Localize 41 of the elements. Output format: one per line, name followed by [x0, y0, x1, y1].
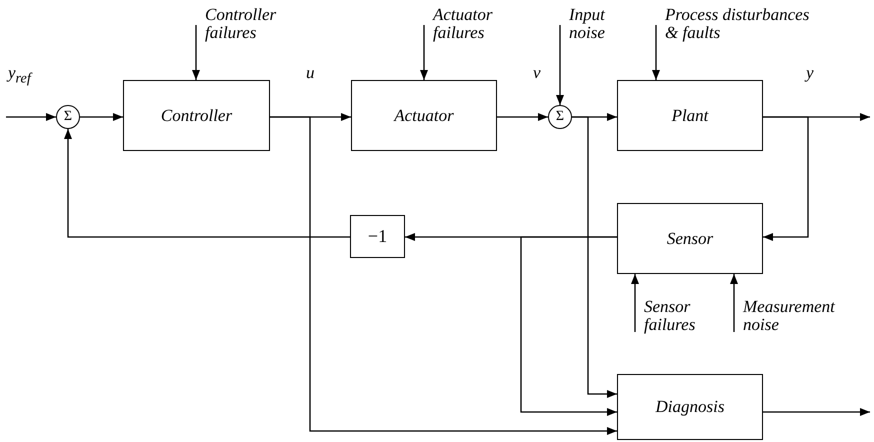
summing-junction — [56, 105, 80, 129]
block — [617, 203, 763, 274]
arrow — [192, 25, 200, 80]
arrow — [631, 274, 639, 332]
edge-label: v — [533, 64, 541, 81]
sum-symbol: Σ — [64, 110, 72, 124]
arrow — [763, 408, 870, 416]
input-label: Measurement noise — [743, 298, 836, 334]
block-label: Controller — [160, 106, 232, 124]
arrow — [497, 113, 548, 121]
block — [617, 374, 763, 440]
arrow — [730, 274, 738, 332]
block-label: Sensor — [666, 230, 714, 248]
edge-label: u — [306, 64, 314, 81]
block-label: −1 — [368, 227, 388, 246]
input-label: Actuator failures — [433, 6, 494, 42]
edge-label: y$_{ref}$ — [8, 64, 31, 86]
block-label: Actuator — [394, 106, 454, 124]
arrow — [556, 25, 564, 105]
arrow — [520, 236, 617, 416]
arrow — [64, 129, 350, 238]
sum-symbol: Σ — [556, 110, 564, 124]
arrow — [420, 25, 428, 80]
block — [350, 215, 405, 258]
block-label: Plant — [672, 106, 708, 124]
summing-junction — [548, 105, 572, 129]
edge-label: y — [806, 64, 814, 81]
arrow — [652, 25, 660, 80]
block-label: Diagnosis — [656, 398, 724, 416]
block — [123, 80, 270, 151]
block — [351, 80, 497, 151]
arrow — [572, 116, 617, 398]
input-label: Controller failures — [205, 6, 278, 42]
arrow — [270, 116, 617, 435]
arrow — [6, 113, 56, 121]
input-label: Input noise — [569, 6, 606, 42]
arrow — [80, 113, 123, 121]
input-label: Sensor failures — [644, 298, 696, 334]
input-label: Process disturbances & faults — [665, 6, 810, 42]
block — [617, 80, 763, 151]
arrow — [763, 116, 809, 241]
